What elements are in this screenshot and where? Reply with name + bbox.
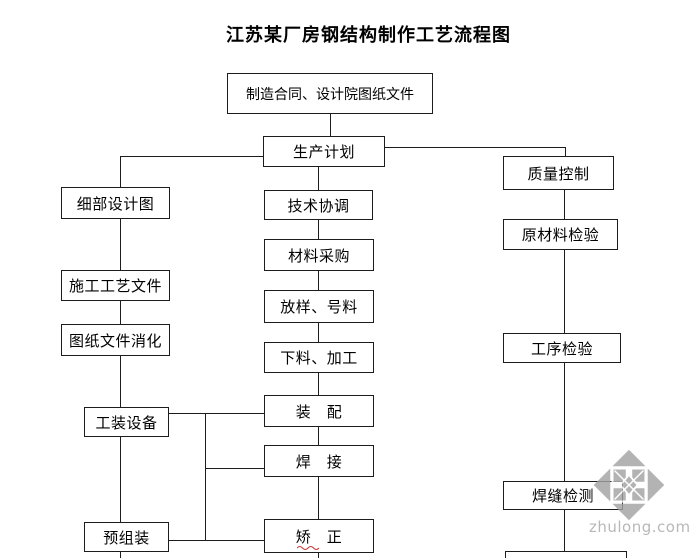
connector [205, 413, 206, 540]
connector [564, 510, 565, 551]
flow-node-drawing-digestion: 图纸文件消化 [61, 324, 170, 356]
connector [169, 540, 264, 541]
flow-node-correction: 矫 正 [264, 519, 374, 553]
connector [318, 167, 319, 190]
connector [564, 363, 565, 481]
connector [318, 323, 319, 342]
connector [120, 219, 121, 270]
connector [120, 156, 121, 187]
connector [565, 147, 566, 157]
flow-node-production-plan: 生产计划 [263, 136, 385, 167]
connector [120, 552, 121, 558]
flow-node-pre-assembly: 预组装 [84, 522, 169, 552]
connector [318, 427, 319, 445]
flow-node-cutting-processing: 下料、加工 [264, 342, 374, 373]
flow-node-contract: 制造合同、设计院图纸文件 [227, 73, 433, 114]
connector [318, 553, 319, 558]
flow-node-tooling-equipment: 工装设备 [84, 407, 169, 437]
flow-node-assembly: 装 配 [264, 395, 374, 427]
connector [318, 271, 319, 290]
flow-node-tech-coordination: 技术协调 [264, 190, 373, 220]
connector [120, 301, 121, 324]
page-title: 江苏某厂房钢结构制作工艺流程图 [226, 25, 511, 46]
connector [318, 373, 319, 395]
flow-node-process-inspection: 工序检验 [503, 333, 621, 363]
watermark-text: zhulong.com [589, 518, 691, 536]
connector [564, 250, 565, 333]
connector [120, 437, 121, 522]
flow-node-lofting-marking: 放样、号料 [264, 290, 374, 323]
flow-node-detail-design: 细部设计图 [61, 187, 170, 219]
connector [169, 413, 264, 414]
connector [564, 190, 565, 219]
connector [205, 468, 264, 469]
connector [318, 477, 319, 519]
connector [120, 356, 121, 407]
flow-node-material-purchase: 材料采购 [264, 239, 374, 271]
connector [318, 220, 319, 239]
zhulong-logo-icon [593, 449, 665, 521]
flow-node-construction-process-doc: 施工工艺文件 [61, 270, 170, 301]
flow-node-welding: 焊 接 [264, 445, 374, 477]
spellcheck-underline [297, 546, 319, 550]
flow-node-partial-bottom [505, 551, 627, 558]
connector [330, 113, 331, 136]
connector [385, 147, 566, 148]
connector [120, 156, 263, 157]
flow-node-quality-control: 质量控制 [503, 156, 614, 190]
flow-node-raw-material-inspection: 原材料检验 [503, 219, 618, 250]
